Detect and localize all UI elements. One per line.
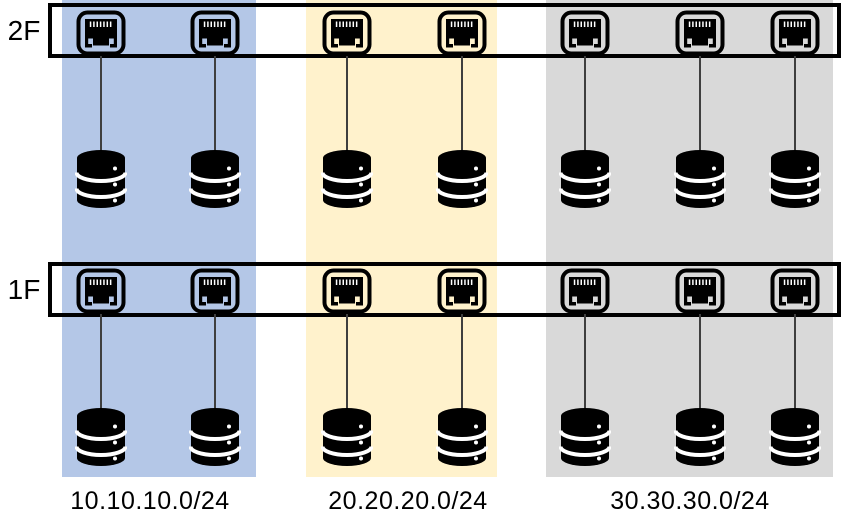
- ethernet-port-icon: [190, 268, 240, 314]
- floor-label-1f: 1F: [7, 274, 41, 305]
- database-icon: [436, 407, 488, 467]
- database-icon: [769, 149, 821, 209]
- ethernet-port-icon: [770, 10, 820, 56]
- database-icon: [559, 149, 611, 209]
- connector-line-2f: [584, 56, 586, 151]
- switch-bar-2f: [48, 3, 841, 58]
- subnet-label-20: 20.20.20.0/24: [328, 487, 488, 515]
- database-icon: [674, 407, 726, 467]
- database-icon: [75, 407, 127, 467]
- ethernet-port-icon: [675, 268, 725, 314]
- database-icon: [769, 407, 821, 467]
- ethernet-port-icon: [190, 10, 240, 56]
- database-icon: [674, 149, 726, 209]
- subnet-band-30: [546, 0, 833, 477]
- database-icon: [559, 407, 611, 467]
- connector-line-2f: [699, 56, 701, 151]
- floor-label-2f: 2F: [7, 15, 41, 46]
- connector-line-2f: [461, 56, 463, 151]
- ethernet-port-icon: [322, 268, 372, 314]
- connector-line-1f: [100, 314, 102, 409]
- subnet-band-20: [306, 0, 497, 477]
- ethernet-port-icon: [76, 10, 126, 56]
- connector-line-1f: [584, 314, 586, 409]
- subnet-label-30: 30.30.30.0/24: [610, 487, 770, 515]
- connector-line-2f: [794, 56, 796, 151]
- connector-line-1f: [346, 314, 348, 409]
- database-icon: [436, 149, 488, 209]
- ethernet-port-icon: [560, 268, 610, 314]
- connector-line-1f: [699, 314, 701, 409]
- connector-line-2f: [214, 56, 216, 151]
- database-icon: [75, 149, 127, 209]
- ethernet-port-icon: [437, 10, 487, 56]
- subnet-band-10: [62, 0, 256, 477]
- database-icon: [321, 407, 373, 467]
- switch-bar-1f: [48, 262, 841, 317]
- database-icon: [189, 407, 241, 467]
- connector-line-1f: [794, 314, 796, 409]
- connector-line-2f: [346, 56, 348, 151]
- ethernet-port-icon: [322, 10, 372, 56]
- connector-line-1f: [214, 314, 216, 409]
- database-icon: [321, 149, 373, 209]
- ethernet-port-icon: [437, 268, 487, 314]
- ethernet-port-icon: [675, 10, 725, 56]
- connector-line-2f: [100, 56, 102, 151]
- connector-line-1f: [461, 314, 463, 409]
- ethernet-port-icon: [770, 268, 820, 314]
- ethernet-port-icon: [76, 268, 126, 314]
- ethernet-port-icon: [560, 10, 610, 56]
- subnet-label-10: 10.10.10.0/24: [70, 487, 230, 515]
- database-icon: [189, 149, 241, 209]
